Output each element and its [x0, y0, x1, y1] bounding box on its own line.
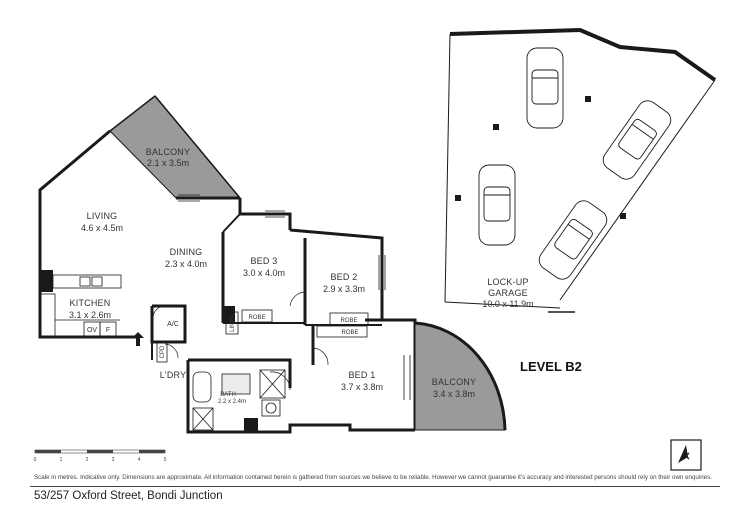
scale-tick-5: 5	[164, 457, 167, 463]
scale-bar	[34, 449, 166, 454]
laundry-label: L'DRY	[160, 370, 187, 380]
living-label: LIVING	[87, 211, 118, 221]
balcony-right-label: BALCONY	[432, 377, 476, 387]
north-compass-icon	[670, 439, 702, 471]
scale-ticks: 0 1 2 3 4 5	[34, 457, 167, 463]
dining-dims: 2.3 x 4.0m	[165, 259, 207, 269]
kitchen-label: KITCHEN	[70, 298, 111, 308]
scale-tick-3: 3	[112, 457, 115, 463]
oven-label: OV	[87, 327, 97, 334]
bed2-label: BED 2	[330, 272, 357, 282]
garage-label: GARAGE	[488, 288, 528, 298]
car-icon	[538, 200, 608, 280]
footer-divider	[30, 486, 720, 487]
garage-walls	[444, 27, 717, 313]
disclaimer-text: Scale in metres. Indicative only. Dimens…	[34, 474, 712, 481]
robe-bed3-label: ROBE	[248, 315, 265, 321]
scale-tick-1: 1	[60, 457, 63, 463]
robe-bed1-label: ROBE	[341, 330, 358, 336]
scale-tick-0: 0	[34, 457, 37, 463]
kitchen-dims: 3.1 x 2.6m	[69, 310, 111, 320]
bed1-dims: 3.7 x 3.8m	[341, 382, 383, 392]
car-icon	[602, 100, 672, 180]
fridge-label: F	[106, 327, 110, 334]
windows	[178, 194, 411, 400]
garage-cars	[478, 47, 672, 280]
ac-label: A/C	[167, 321, 179, 328]
balcony-right-dims: 3.4 x 3.8m	[433, 389, 475, 399]
scale-tick-2: 2	[86, 457, 89, 463]
garage-label-line1: LOCK-UP	[487, 277, 528, 287]
bed1-label: BED 1	[348, 370, 375, 380]
cpd-label: CPD	[160, 345, 166, 358]
balcony-top-dims: 2.1 x 3.5m	[147, 158, 189, 168]
property-address: 53/257 Oxford Street, Bondi Junction	[34, 490, 223, 502]
bath-label: BATH	[220, 392, 236, 398]
car-icon	[526, 47, 564, 129]
door-swings	[152, 291, 329, 391]
robe-bed2-label: ROBE	[340, 318, 357, 324]
living-dims: 4.6 x 4.5m	[81, 223, 123, 233]
garage-dims: 10.0 x 11.9m	[482, 299, 533, 309]
column-bath	[244, 418, 258, 432]
balcony-top-label: BALCONY	[146, 147, 190, 157]
bath-fixtures	[192, 369, 286, 431]
bed2-dims: 2.9 x 3.3m	[323, 284, 365, 294]
entry-arrow-icon	[132, 332, 144, 346]
scale-tick-4: 4	[138, 457, 141, 463]
dining-label: DINING	[170, 247, 203, 257]
garage-pillars	[455, 96, 626, 219]
kitchen-bench	[40, 274, 122, 337]
bed3-label: BED 3	[250, 256, 277, 266]
car-icon	[478, 164, 516, 246]
linen-label: LINEN	[230, 314, 236, 332]
bed3-dims: 3.0 x 4.0m	[243, 268, 285, 278]
bath-dims: 2.2 x 2.4m	[218, 399, 246, 405]
column-kitchen	[41, 270, 53, 292]
level-label: LEVEL B2	[520, 359, 582, 374]
robes	[156, 309, 369, 363]
